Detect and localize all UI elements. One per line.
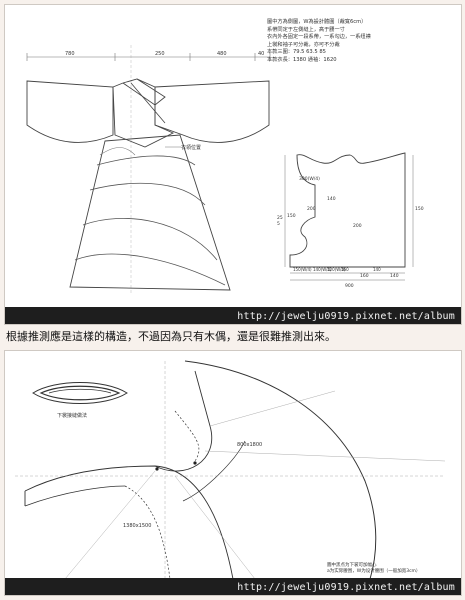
watermark-bar: http://jewelju0919.pixnet.net/album (5, 578, 461, 595)
dim-bottom-140w4: 140(W/4) (313, 267, 332, 272)
dim-bottom-160: 160 (341, 267, 349, 272)
dim-bottom-140: 140 (373, 267, 381, 272)
left-sleeve (26, 80, 114, 143)
watermark-url: http://jewelju0919.pixnet.net/album (237, 582, 455, 593)
dim-1380x1500: 1380x1500 (123, 523, 151, 529)
skirt (69, 134, 231, 291)
hanfu-pattern-diagram: 780 250 480 40 衣領位置 300(W/4) 200 150 200… (26, 45, 424, 295)
right-sleeve (154, 80, 270, 143)
bodice (112, 78, 175, 148)
note-line: 本款衣長：1380 通袖：1620 (267, 56, 337, 63)
label-seam-method: 下裳接縫做法 (57, 412, 87, 419)
dim-side-25: 25 (277, 215, 283, 221)
note-line: 衣內外各固定一段系帶，一系勾边，一系纽襟 (267, 34, 371, 40)
dim-bottom-150w4: 150(W/4) (293, 267, 312, 272)
dim-side-300: 300(W/4) (299, 176, 320, 182)
skirt-outer-arc (184, 360, 377, 580)
note-line: 系帶同定于左側縫上，高于腰一寸 (267, 26, 345, 33)
bottom-pattern-image: 下裳接縫做法 800x1800 1380x1500 圖中黑点为下裳可加幅心 a为… (4, 350, 462, 596)
dim-800x1800: 800x1800 (237, 442, 262, 448)
top-pattern-image: 780 250 480 40 衣領位置 300(W/4) 200 150 200… (4, 4, 462, 325)
dim-side-140: 140 (327, 196, 336, 202)
dim-250: 250 (155, 51, 165, 57)
skirt-pattern-diagram: 下裳接縫做法 800x1800 1380x1500 (15, 360, 446, 580)
skirt-notes: 圖中黑点为下裳可加幅心 a为实际腰围，W为设计腰围（一般加宽3cm） (327, 563, 457, 575)
caption-text: 根據推測應是這樣的構造，不過因為只有木偶，還是很難推測出來。 (6, 330, 336, 343)
collar-band (122, 78, 166, 106)
dim-side-5: 5 (277, 221, 280, 227)
watermark-url: http://jewelju0919.pixnet.net/album (237, 311, 455, 322)
dim-bottom-120w4: 120(W/4) (327, 267, 346, 272)
note-line: 上裳和袖子可分裁，亦可不分裁 (267, 41, 340, 48)
label-collar-position: 衣領位置 (181, 144, 201, 151)
seam-detail (32, 382, 128, 404)
dim-side-200: 200 (353, 223, 362, 229)
dim-780: 780 (65, 51, 75, 57)
dim-40: 40 (258, 51, 264, 57)
dim-side-150b: 150 (415, 206, 424, 212)
dim-side-150: 150 (287, 213, 296, 219)
note-line: a为实际腰围，W为设计腰围（一般加宽3cm） (327, 569, 421, 574)
dim-side-900: 900 (345, 283, 354, 289)
watermark-bar: http://jewelju0919.pixnet.net/album (5, 307, 461, 324)
side-pattern-piece (289, 152, 406, 268)
note-line: 圖中方為側圖，W為設計體圍（裁寬6cm） (267, 19, 367, 25)
dim-side-140b: 140 (390, 273, 399, 279)
dim-480: 480 (217, 51, 227, 57)
dim-side-200b: 200 (307, 206, 316, 212)
dim-side-160: 160 (360, 273, 369, 279)
skirt-inner-arc (154, 370, 213, 472)
pattern-notes: 圖中方為側圖，W為設計體圍（裁寬6cm） 系帶同定于左側縫上，高于腰一寸 衣內外… (267, 19, 457, 64)
note-line: 本款三圍：79.5 63.5 85 (267, 49, 326, 55)
note-line: 圖中黑点为下裳可加幅心 (327, 563, 377, 568)
